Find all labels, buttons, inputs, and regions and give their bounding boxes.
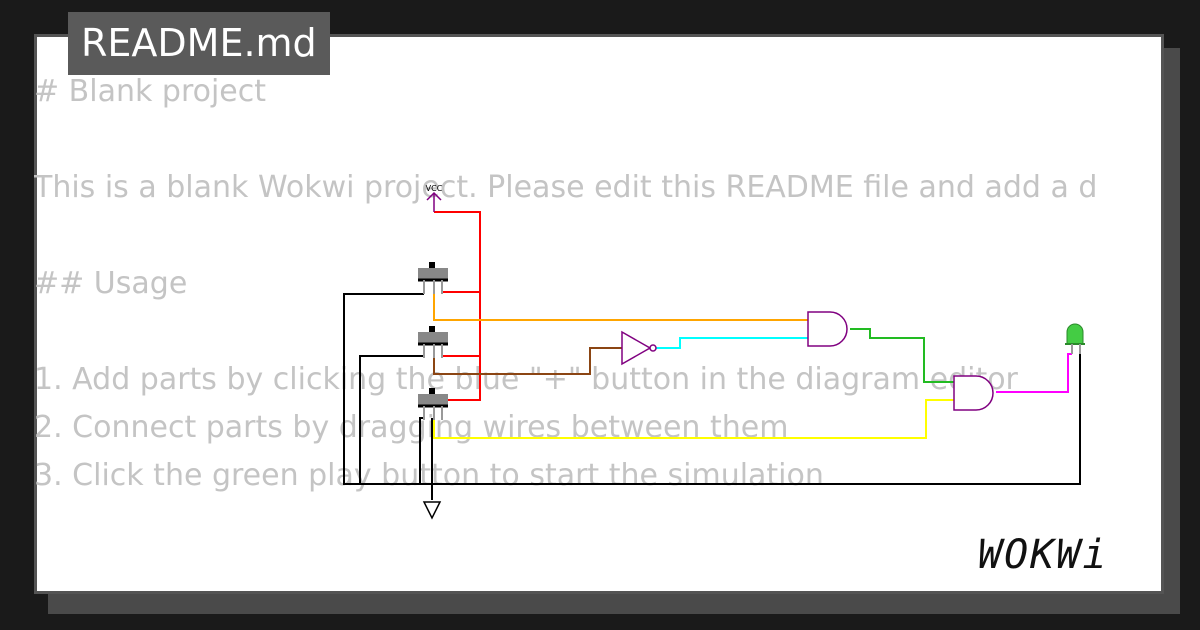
wokwi-logo-text: WOKWi <box>978 532 1108 578</box>
readme-usage-heading: ## Usage <box>34 266 188 301</box>
readme-step-1: 1. Add parts by clicking the blue "+" bu… <box>34 362 1018 397</box>
slide-switch-3[interactable] <box>418 388 448 420</box>
wire-ground-s2 <box>359 355 424 484</box>
ground-symbol[interactable] <box>422 501 442 520</box>
wire-switch1 <box>433 292 808 321</box>
wire-ground-s3 <box>419 417 424 484</box>
led[interactable] <box>1065 323 1085 354</box>
readme-tab-title: README.md <box>68 12 330 75</box>
wokwi-logo: WOKWi <box>978 532 1108 578</box>
readme-step-2: 2. Connect parts by dragging wires betwe… <box>34 410 789 445</box>
and-gate-1[interactable] <box>807 311 848 347</box>
wire-and1-out <box>850 328 954 383</box>
wire-not-out <box>656 337 808 349</box>
readme-step-3: 3. Click the green play button to start … <box>34 458 824 493</box>
slide-switch-2[interactable] <box>418 326 448 358</box>
wire-ground-main <box>343 293 1081 485</box>
not-gate[interactable] <box>621 330 657 366</box>
slide-switch-1[interactable] <box>418 262 448 294</box>
vcc-symbol[interactable]: VCC <box>426 184 443 212</box>
wire-switch3 <box>433 399 954 439</box>
readme-card <box>34 34 1164 594</box>
and-gate-2[interactable] <box>953 375 994 411</box>
wire-and2-out <box>996 353 1072 393</box>
readme-heading: # Blank project <box>34 74 267 109</box>
wire-switch2 <box>433 347 622 375</box>
readme-content: # Blank project This is a blank Wokwi pr… <box>34 68 1098 500</box>
readme-description: This is a blank Wokwi project. Please ed… <box>34 170 1098 205</box>
vcc-label: VCC <box>426 184 443 193</box>
wire-power <box>434 211 481 401</box>
